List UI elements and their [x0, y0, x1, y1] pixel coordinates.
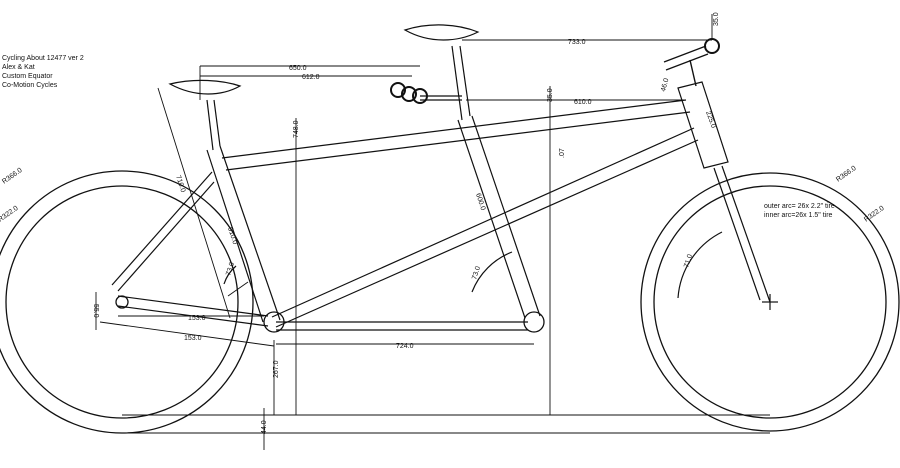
- fork-blade-right: [721, 165, 771, 303]
- captain-cockpit: [663, 38, 720, 87]
- chain-stay-upper: [117, 295, 269, 317]
- title-line-2: Alex & Kat: [2, 64, 35, 71]
- captain-reach-label: 733.0: [568, 39, 586, 46]
- rear-tire-radius-label: R366.0: [1, 167, 24, 186]
- front-seat-angle-arc: [471, 251, 513, 293]
- head-angle-arc: [677, 231, 723, 299]
- dropout-offset-label: 55.0: [92, 304, 99, 318]
- bottom-brackets: [115, 295, 545, 333]
- rear-seat-tube-ct-label: 510.0: [226, 226, 238, 245]
- tire-note-outer: outer arc= 26x 2.2" tire: [764, 203, 835, 210]
- front-saddle: [403, 24, 480, 41]
- front-tire-outline: [640, 172, 900, 432]
- rear-tire-outline: [0, 170, 254, 434]
- top-tube-lower: [225, 111, 691, 171]
- rear-rim-radius-label: R322.0: [0, 205, 20, 224]
- top-tube-upper: [221, 99, 687, 159]
- front-rim-outline: [653, 185, 887, 419]
- fork-blade-left: [713, 167, 761, 301]
- rear-saddle: [168, 79, 242, 95]
- head-angle-label: 71.0: [683, 253, 694, 268]
- rear-bottom-bracket: [263, 311, 285, 333]
- head-tube: [677, 81, 729, 169]
- head-tube-label: 225.0: [704, 110, 717, 129]
- stoker-reach-inner-label: 612.0: [302, 74, 320, 81]
- front-wheel: [640, 172, 900, 432]
- stoker-handlebar: [390, 82, 428, 104]
- bar-drop-label: 35.0: [547, 88, 554, 102]
- front-rim-radius-label: R322.0: [863, 205, 886, 224]
- ground-lines: [122, 414, 770, 434]
- rear-seat-angle-arc: [223, 265, 237, 285]
- tire-notes: outer arc= 26x 2.2" tire inner arc=26x 1…: [764, 202, 835, 220]
- down-tube-upper: [271, 127, 695, 318]
- rear-wheel: [0, 170, 254, 434]
- captain-stack-offset-label: 35.0: [713, 12, 720, 26]
- chainstay-lower-label: 153.0: [184, 335, 202, 342]
- front-bottom-bracket: [523, 311, 545, 333]
- down-tube-lower: [275, 139, 699, 328]
- saddles: [168, 24, 480, 95]
- bb-height-label: 267.0: [273, 360, 280, 378]
- title-line-3: Custom Equator: [2, 73, 53, 80]
- angle-arcs: [223, 231, 778, 310]
- rear-seat-angle-label: 73.0: [225, 261, 236, 276]
- front-seat-tube-length-label: 600.0: [474, 192, 486, 211]
- rear-rim-outline: [5, 185, 239, 419]
- frame-tubes: [111, 45, 771, 331]
- timing-chain-label: 724.0: [396, 343, 414, 350]
- chainstay-upper-label: 153.0: [188, 315, 206, 322]
- dimension-lines: [95, 14, 713, 450]
- captain-seat-tube-right: [219, 145, 281, 321]
- title-block: Cycling About 12477 ver 2 Alex & Kat Cus…: [2, 54, 84, 90]
- stoker-seat-tube-right: [471, 115, 541, 317]
- rear-fork-gap-label: .07: [559, 148, 566, 158]
- rear-seat-tube-length-label: 710.0: [174, 174, 186, 193]
- stoker-seat-height-label: 748.0: [293, 120, 300, 138]
- captain-seat-tube-left: [206, 149, 264, 323]
- headset-spacer-label: 46.0: [660, 77, 670, 92]
- dimension-labels: 733.0 35.0 650.0 612.0 610.0 35.0 748.0 …: [0, 12, 886, 434]
- seat-stay-upper: [111, 171, 213, 286]
- front-seat-angle-label: 73.0: [471, 265, 482, 280]
- tire-note-inner: inner arc=26x 1.5" tire: [764, 212, 833, 219]
- ground-clearance-label: 44.0: [261, 420, 268, 434]
- title-line-4: Co-Motion Cycles: [2, 82, 58, 89]
- title-line-1: Cycling About 12477 ver 2: [2, 55, 84, 62]
- rear-axle: [115, 295, 129, 309]
- top-tube-label: 610.0: [574, 99, 592, 106]
- seat-stay-lower: [117, 181, 215, 292]
- stoker-reach-outer-label: 650.0: [289, 65, 307, 72]
- front-tire-radius-label: R366.0: [835, 165, 858, 184]
